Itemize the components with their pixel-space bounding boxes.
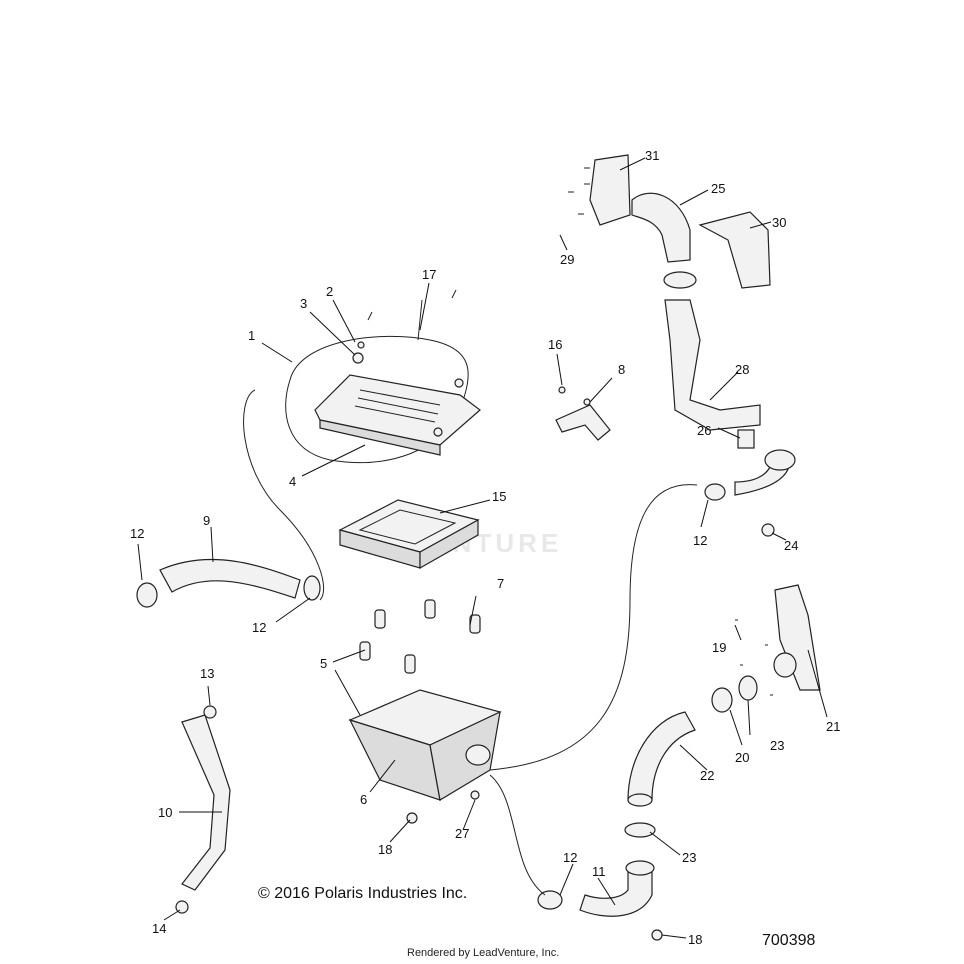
callout-16: 16 [548, 337, 562, 352]
callout-24: 24 [784, 538, 798, 553]
callout-31: 31 [645, 148, 659, 163]
clips [359, 599, 481, 674]
bracket-8 [555, 386, 611, 441]
callout-17: 17 [422, 267, 436, 282]
callout-3: 3 [300, 296, 307, 311]
callout-21: 21 [826, 719, 840, 734]
callout-22: 22 [700, 768, 714, 783]
callout-13: 13 [200, 666, 214, 681]
callout-29: 29 [560, 252, 574, 267]
copyright-text: © 2016 Polaris Industries Inc. [258, 885, 468, 902]
callout-18b: 18 [688, 932, 702, 947]
airbox-cover-group [285, 289, 481, 464]
callout-11: 11 [592, 864, 606, 879]
callout-30: 30 [772, 215, 786, 230]
callout-12c: 12 [693, 533, 707, 548]
callout-27: 27 [455, 826, 469, 841]
callout-12a: 12 [130, 526, 144, 541]
tube-22 [624, 711, 696, 838]
callout-28: 28 [735, 362, 749, 377]
callout-20: 20 [735, 750, 749, 765]
callout-9: 9 [203, 513, 210, 528]
callout-12d: 12 [563, 850, 577, 865]
callout-23a: 23 [770, 738, 784, 753]
callout-5: 5 [320, 656, 327, 671]
callout-8: 8 [618, 362, 625, 377]
callout-14: 14 [152, 921, 166, 936]
callout-19: 19 [712, 640, 726, 655]
document-number: 700398 [762, 932, 816, 949]
elbow-near-26 [489, 449, 796, 771]
callout-6: 6 [360, 792, 367, 807]
callout-4: 4 [289, 474, 296, 489]
callout-26: 26 [697, 423, 711, 438]
callout-23b: 23 [682, 850, 696, 865]
callout-18a: 18 [378, 842, 392, 857]
callout-1: 1 [248, 328, 255, 343]
right-duct-21 [711, 584, 821, 713]
elbow-11 [489, 774, 663, 941]
callout-2: 2 [326, 284, 333, 299]
rendered-by-text: Rendered by LeadVenture, Inc. [407, 947, 560, 959]
airbox-base [348, 689, 502, 801]
intake-duct-9 [136, 389, 325, 608]
callout-15: 15 [492, 489, 506, 504]
callout-12b: 12 [252, 620, 266, 635]
leader-lines [137, 157, 828, 939]
upper-ducting [568, 154, 771, 449]
callout-7: 7 [497, 576, 504, 591]
air-filter [338, 499, 480, 570]
callout-10: 10 [158, 805, 172, 820]
callout-25: 25 [711, 181, 725, 196]
hose-10 [175, 705, 231, 914]
callout-labels: 1 2 3 4 5 6 7 8 9 10 11 12 12 12 12 13 1… [130, 148, 840, 947]
